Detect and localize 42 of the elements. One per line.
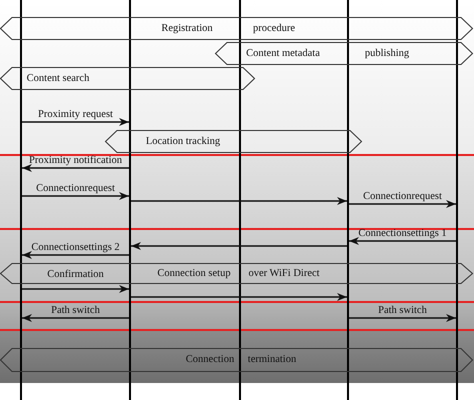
lifeline [456,0,458,400]
message-label: Proximity request [38,109,113,121]
lifeline [239,0,241,400]
band-label: Registration [161,22,213,34]
message-arrow [349,200,456,208]
interaction-band [215,42,473,65]
band-label: Connection setup [157,268,231,280]
interaction-band [0,348,473,372]
band-label: Content search [26,72,90,84]
band-label: procedure [253,22,295,34]
message-arrow [22,314,129,322]
message-label: Connectionrequest [36,183,115,195]
interaction-band [0,17,473,40]
interaction-band [0,263,473,284]
message-arrow [22,251,129,259]
band-label: over WiFi Direct [248,268,320,280]
interaction-band [0,67,255,90]
message-label: Connectionsettings 1 [358,228,447,240]
message-arrow [22,192,129,200]
band-label: termination [248,354,296,366]
band-label: publishing [364,48,410,60]
message-label: Path switch [51,305,100,317]
message-label: Connectionsettings 2 [31,242,120,254]
message-arrow [22,285,129,293]
message-label: Connectionrequest [363,191,442,203]
interaction-band [105,130,362,153]
message-arrow [349,314,456,322]
message-arrow [22,164,129,172]
message-label: Proximity notification [28,155,122,167]
message-label: Path switch [378,305,427,317]
message-arrow [131,293,347,301]
message-arrow [131,197,347,205]
band-label: Connection [186,354,234,366]
lifeline [129,0,131,400]
band-label: Location tracking [146,136,220,148]
message-arrow [131,242,347,250]
lifeline [20,0,22,400]
message-arrow [22,118,129,126]
message-label: Confirmation [47,269,104,281]
band-label: Content metadata [246,48,320,60]
message-arrow [349,237,456,245]
lifeline [347,0,349,400]
